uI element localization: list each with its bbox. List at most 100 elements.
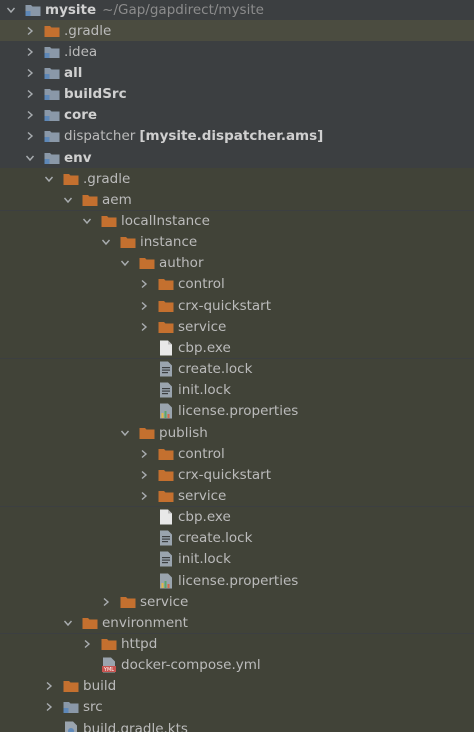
tree-row[interactable]: crx-quickstart — [0, 295, 474, 317]
tree-row[interactable]: create.lock — [0, 358, 474, 380]
tree-row[interactable]: .gradle — [0, 168, 474, 190]
properties-file-icon — [158, 573, 174, 589]
folder-icon — [82, 192, 98, 208]
folder-icon — [158, 319, 174, 335]
tree-item-label: buildSrc — [64, 86, 127, 103]
chevron-down-icon[interactable] — [43, 168, 55, 189]
tree-item-label: init.lock — [178, 382, 231, 399]
chevron-right-icon[interactable] — [43, 676, 55, 697]
chevron-down-icon[interactable] — [5, 0, 17, 20]
tree-item-label: env — [64, 149, 92, 166]
chevron-right-icon[interactable] — [24, 62, 36, 83]
tree-row[interactable]: publish — [0, 422, 474, 443]
module-folder-icon — [25, 2, 41, 18]
tree-row[interactable]: .gradle — [0, 20, 474, 42]
tree-row[interactable]: service — [0, 316, 474, 338]
chevron-right-icon[interactable] — [24, 126, 36, 147]
tree-item-label: author — [159, 255, 204, 272]
tree-item-label: environment — [102, 614, 188, 631]
tree-item-label: init.lock — [178, 551, 231, 568]
tree-row[interactable]: crx-quickstart — [0, 464, 474, 486]
chevron-right-icon[interactable] — [138, 485, 150, 506]
chevron-right-icon[interactable] — [138, 443, 150, 464]
chevron-right-icon[interactable] — [100, 591, 112, 612]
chevron-down-icon[interactable] — [119, 422, 131, 443]
tree-indent-spacer — [138, 380, 150, 401]
text-file-icon — [158, 530, 174, 546]
tree-row[interactable]: httpd — [0, 633, 474, 655]
tree-row[interactable]: init.lock — [0, 379, 474, 401]
tree-item-label: crx-quickstart — [178, 466, 272, 483]
folder-icon — [158, 276, 174, 292]
tree-row[interactable]: instance — [0, 231, 474, 253]
chevron-right-icon[interactable] — [43, 697, 55, 718]
tree-row[interactable]: aem — [0, 189, 474, 211]
tree-item-label: build.gradle.kts — [83, 720, 188, 732]
chevron-right-icon[interactable] — [24, 84, 36, 105]
tree-row[interactable]: init.lock — [0, 548, 474, 570]
tree-item-label: .gradle — [64, 22, 112, 39]
tree-row[interactable]: cbp.exe — [0, 337, 474, 359]
tree-row[interactable]: create.lock — [0, 527, 474, 549]
tree-row[interactable]: control — [0, 443, 474, 465]
tree-item-label: publish — [159, 424, 208, 441]
tree-item-label: build — [83, 678, 117, 695]
tree-row[interactable]: env — [0, 147, 474, 168]
module-folder-icon — [44, 44, 60, 60]
tree-row[interactable]: license.properties — [0, 400, 474, 422]
tree-item-label: service — [178, 318, 227, 335]
chevron-down-icon[interactable] — [81, 211, 93, 232]
chevron-right-icon[interactable] — [24, 20, 36, 41]
chevron-right-icon[interactable] — [138, 295, 150, 316]
module-folder-icon — [63, 699, 79, 715]
tree-row[interactable]: buildSrc — [0, 84, 474, 105]
tree-item-label: mysite — [45, 1, 97, 18]
chevron-right-icon[interactable] — [138, 274, 150, 295]
tree-row[interactable]: environment — [0, 612, 474, 634]
chevron-down-icon[interactable] — [62, 189, 74, 210]
tree-row[interactable]: core — [0, 105, 474, 126]
text-file-icon — [158, 551, 174, 567]
tree-item-label: dispatcher — [64, 128, 136, 145]
folder-icon — [158, 467, 174, 483]
svg-text:YML: YML — [103, 667, 114, 673]
tree-indent-spacer — [138, 570, 150, 591]
folder-icon — [139, 425, 155, 441]
chevron-right-icon[interactable] — [138, 464, 150, 485]
tree-indent-spacer — [43, 718, 55, 732]
text-file-icon — [158, 361, 174, 377]
tree-row[interactable]: author — [0, 252, 474, 274]
chevron-down-icon[interactable] — [100, 232, 112, 253]
properties-file-icon — [158, 403, 174, 419]
tree-row[interactable]: cbp.exe — [0, 506, 474, 528]
gradle-file-icon — [63, 721, 79, 732]
file-icon — [158, 509, 174, 525]
tree-row[interactable]: mysite~/Gap/gapdirect/mysite — [0, 0, 474, 20]
folder-icon — [101, 213, 117, 229]
tree-row[interactable]: build.gradle.kts — [0, 718, 474, 732]
tree-row[interactable]: service — [0, 591, 474, 613]
tree-row[interactable]: dispatcher[mysite.dispatcher.ams] — [0, 126, 474, 147]
chevron-down-icon[interactable] — [119, 253, 131, 274]
tree-row[interactable]: license.properties — [0, 570, 474, 592]
chevron-right-icon[interactable] — [24, 105, 36, 126]
chevron-right-icon[interactable] — [138, 316, 150, 337]
tree-row[interactable]: all — [0, 62, 474, 83]
tree-row[interactable]: localInstance — [0, 210, 474, 232]
tree-item-label: aem — [102, 191, 132, 208]
tree-row[interactable]: src — [0, 696, 474, 718]
chevron-right-icon[interactable] — [81, 634, 93, 655]
tree-item-label: control — [178, 445, 225, 462]
tree-row[interactable]: service — [0, 485, 474, 507]
tree-indent-spacer — [138, 528, 150, 549]
tree-item-label: src — [83, 699, 103, 716]
tree-row[interactable]: build — [0, 675, 474, 697]
chevron-right-icon[interactable] — [24, 41, 36, 62]
tree-row[interactable]: control — [0, 273, 474, 295]
chevron-down-icon[interactable] — [62, 612, 74, 633]
tree-row[interactable]: .idea — [0, 41, 474, 62]
chevron-down-icon[interactable] — [24, 147, 36, 168]
tree-item-label: control — [178, 276, 225, 293]
